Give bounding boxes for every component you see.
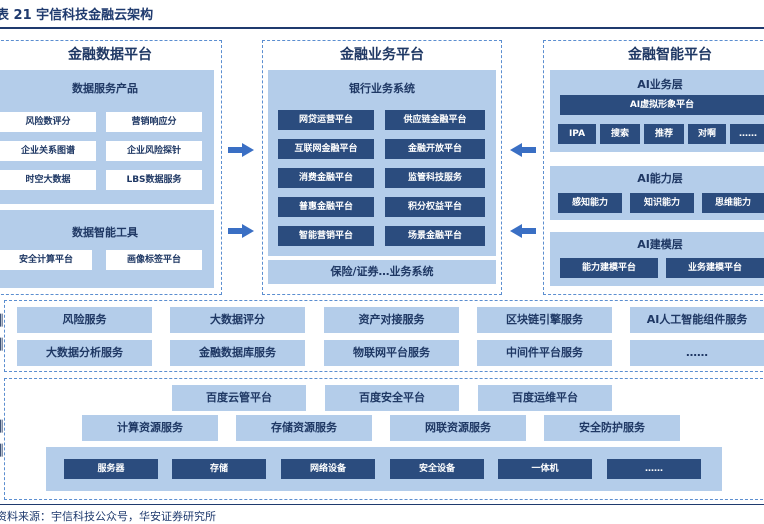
data-tools-title: 数据智能工具 (72, 226, 138, 239)
source-note: 资料来源：宇信科技公众号，华安证券研究所 (0, 510, 216, 523)
ai-reasoning: 思维能力 (702, 193, 764, 213)
service-iot-platform: 物联网平台服务 (324, 340, 459, 366)
bank-item-regtech: 监管科技服务 (385, 168, 485, 188)
infra-layer-side-marker: ║ (0, 444, 5, 457)
service-risk: 风险服务 (17, 307, 152, 333)
footer-rule (0, 504, 764, 505)
service-asset-matching: 资产对接服务 (324, 307, 459, 333)
services-layer-side-marker: ║ (0, 338, 5, 351)
arrow-left-icon (510, 224, 536, 238)
ai-item-ipa: IPA (558, 124, 596, 144)
bank-item-internet-finance: 互联网金融平台 (278, 139, 374, 159)
ai-business-modeling: 业务建模平台 (666, 258, 764, 278)
infra-baidu-cloud-mgmt: 百度云管平台 (172, 385, 306, 411)
infra-baidu-security: 百度安全平台 (325, 385, 459, 411)
hw-server: 服务器 (64, 459, 158, 479)
hw-more: …… (607, 459, 701, 479)
infra-compute: 计算资源服务 (82, 415, 218, 441)
business-platform-frame (262, 40, 502, 295)
data-tools-panel (0, 210, 214, 288)
tool-secure-compute: 安全计算平台 (0, 250, 92, 270)
bank-item-consumer-finance: 消费金融平台 (278, 168, 374, 188)
arrow-left-icon (510, 143, 536, 157)
product-spacetime-bigdata: 时空大数据 (0, 170, 96, 190)
service-bigdata-score: 大数据评分 (170, 307, 305, 333)
figure-title: 表 21 宇信科技金融云架构 (0, 8, 154, 23)
ai-platform-header: 金融智能平台 (628, 47, 712, 63)
service-more: …… (630, 340, 764, 366)
ai-modeling-title: AI建模层 (637, 238, 683, 251)
ai-item-dialogue: 对啊 (688, 124, 726, 144)
infra-security-protection: 安全防护服务 (544, 415, 680, 441)
ai-capability-title: AI能力层 (637, 172, 683, 185)
ai-virtual-avatar-platform: AI虚拟形象平台 (560, 95, 764, 115)
service-ai-components: AI人工智能组件服务 (630, 307, 764, 333)
ai-platform-frame (543, 40, 764, 295)
product-enterprise-graph: 企业关系图谱 (0, 141, 96, 161)
service-middleware: 中间件平台服务 (477, 340, 612, 366)
services-layer-side-marker: ║ (0, 314, 5, 327)
ai-item-search: 搜索 (600, 124, 640, 144)
bank-item-open-finance: 金融开放平台 (385, 139, 485, 159)
data-platform-header: 金融数据平台 (68, 47, 152, 63)
business-platform-header: 金融业务平台 (340, 47, 424, 63)
ai-capability-modeling: 能力建模平台 (560, 258, 658, 278)
bank-item-points-rights: 积分权益平台 (385, 197, 485, 217)
arrow-right-icon (228, 143, 254, 157)
insurance-securities-systems: 保险/证券…业务系统 (268, 260, 496, 284)
tool-portrait-tags: 画像标签平台 (106, 250, 202, 270)
service-bigdata-analysis: 大数据分析服务 (17, 340, 152, 366)
infra-storage: 存储资源服务 (236, 415, 372, 441)
infra-network: 网联资源服务 (390, 415, 526, 441)
data-products-title: 数据服务产品 (72, 82, 138, 95)
hw-security-device: 安全设备 (390, 459, 484, 479)
ai-item-more: …… (730, 124, 764, 144)
bank-systems-title: 银行业务系统 (349, 82, 415, 95)
infra-layer-side-marker: ║ (0, 420, 5, 433)
data-platform-frame (0, 40, 222, 295)
title-rule (0, 27, 764, 29)
product-lbs-service: LBS数据服务 (106, 170, 202, 190)
service-finance-db: 金融数据库服务 (170, 340, 305, 366)
bank-systems-panel (268, 70, 496, 256)
infra-baidu-ops: 百度运维平台 (478, 385, 612, 411)
ai-knowledge: 知识能力 (630, 193, 694, 213)
arrow-right-icon (228, 224, 254, 238)
hw-network-device: 网络设备 (281, 459, 375, 479)
hw-all-in-one: 一体机 (498, 459, 592, 479)
service-blockchain-engine: 区块链引擎服务 (477, 307, 612, 333)
ai-perception: 感知能力 (558, 193, 622, 213)
bank-item-inclusive-finance: 普惠金融平台 (278, 197, 374, 217)
services-layer-frame (4, 300, 764, 372)
product-enterprise-risk-probe: 企业风险探针 (106, 141, 202, 161)
bank-item-p2p-ops: 网贷运营平台 (278, 110, 374, 130)
bank-item-scene-finance: 场景金融平台 (385, 226, 485, 246)
product-marketing-score: 营销响应分 (106, 112, 202, 132)
ai-item-recommend: 推荐 (644, 124, 684, 144)
bank-item-smart-marketing: 智能营销平台 (278, 226, 374, 246)
bank-item-supply-chain: 供应链金融平台 (385, 110, 485, 130)
ai-business-title: AI业务层 (637, 78, 683, 91)
hw-storage: 存储 (172, 459, 266, 479)
product-risk-score: 风险数评分 (0, 112, 96, 132)
infra-layer-frame (4, 378, 764, 500)
